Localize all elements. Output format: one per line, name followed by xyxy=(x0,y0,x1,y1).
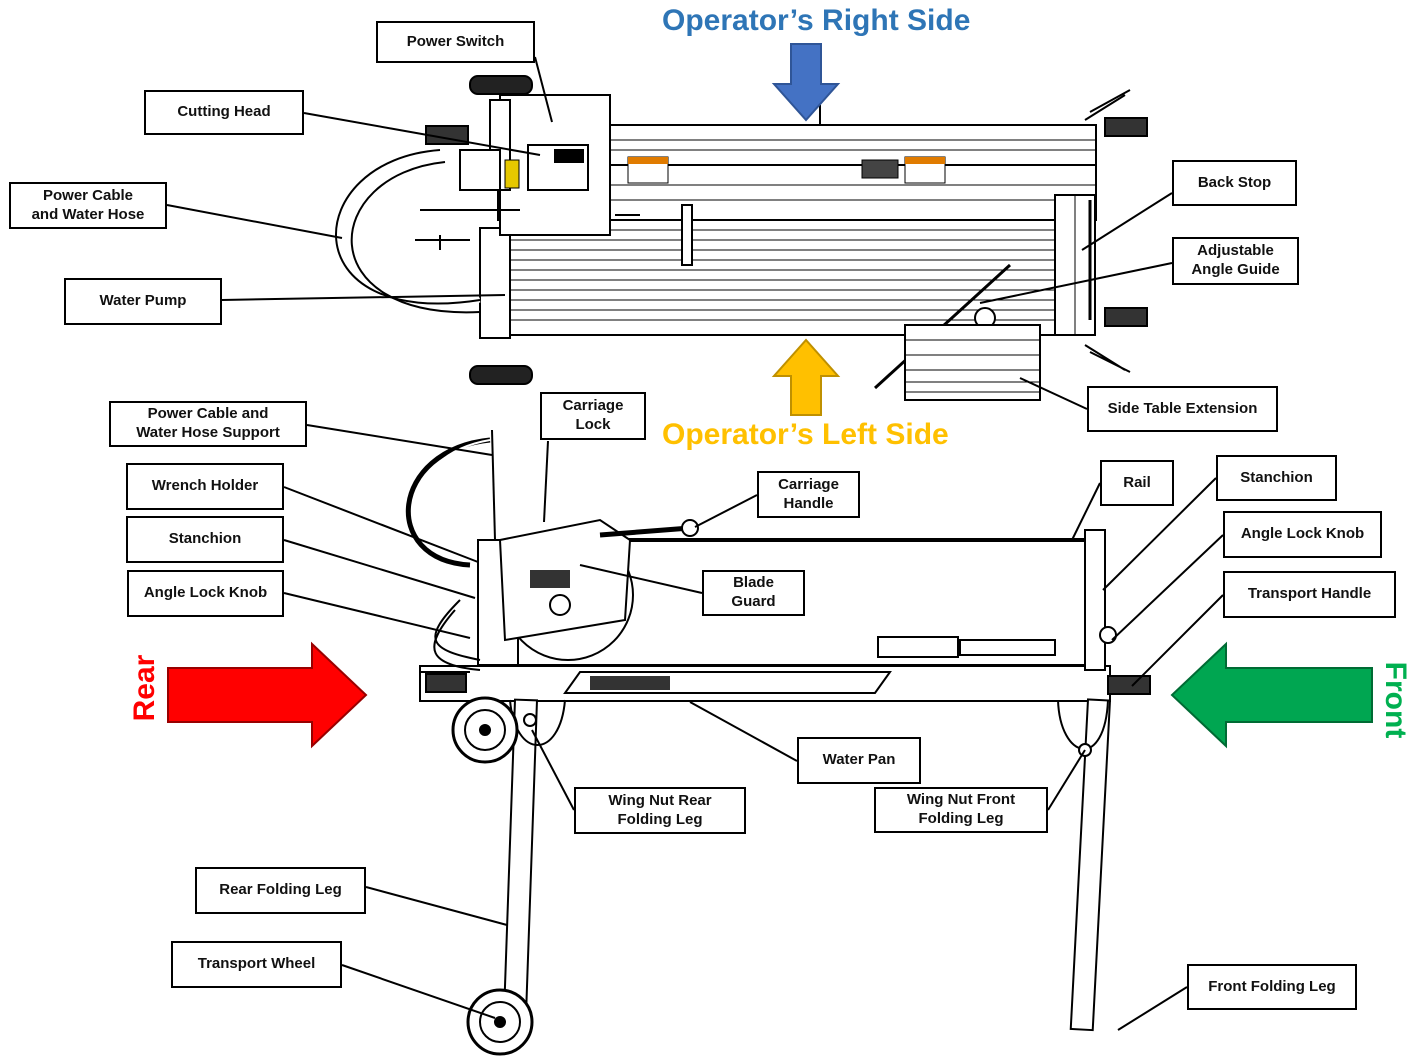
operator-left-arrow xyxy=(771,338,841,416)
front-folding-leg-label: Front Folding Leg xyxy=(1187,964,1357,1010)
angle-lock-knob-rear-label: Angle Lock Knob xyxy=(127,570,284,617)
pan-grating xyxy=(510,229,1055,321)
power-cable-hose-support-label: Power Cable and Water Hose Support xyxy=(109,401,307,447)
operator-left-side-heading: Operator’s Left Side xyxy=(662,418,949,451)
transport-wheel-label: Transport Wheel xyxy=(171,941,342,988)
cutting-head-label: Cutting Head xyxy=(144,90,304,135)
power-switch-label: Power Switch xyxy=(376,21,535,63)
front-heading: Front xyxy=(1379,661,1412,739)
rear-arrow xyxy=(167,641,368,749)
top-view-saw xyxy=(333,75,1148,401)
adjustable-angle-guide-label: Adjustable Angle Guide xyxy=(1172,237,1299,285)
wrench-holder-label: Wrench Holder xyxy=(126,463,284,510)
carriage-handle-label: Carriage Handle xyxy=(757,471,860,518)
operator-right-arrow xyxy=(771,43,841,122)
transport-handle-label: Transport Handle xyxy=(1223,571,1396,618)
rail-label: Rail xyxy=(1100,460,1174,506)
stanchion-front-label: Stanchion xyxy=(1216,455,1337,501)
rear-folding-leg-label: Rear Folding Leg xyxy=(195,867,366,914)
wing-nut-rear-label: Wing Nut Rear Folding Leg xyxy=(574,787,746,834)
power-cable-water-hose-label: Power Cable and Water Hose xyxy=(9,182,167,229)
wing-nut-front-label: Wing Nut Front Folding Leg xyxy=(874,787,1048,833)
angle-lock-knob-front-label: Angle Lock Knob xyxy=(1223,511,1382,558)
water-pan-label: Water Pan xyxy=(797,737,921,784)
carriage-lock-label: Carriage Lock xyxy=(540,392,646,440)
back-stop-label: Back Stop xyxy=(1172,160,1297,206)
stanchion-rear-label: Stanchion xyxy=(126,516,284,563)
side-table-grating xyxy=(905,339,1040,393)
leader-lines xyxy=(166,56,1224,1031)
front-arrow xyxy=(1170,641,1373,749)
rear-heading: Rear xyxy=(128,654,161,722)
water-pump-label: Water Pump xyxy=(64,278,222,325)
operator-right-side-heading: Operator’s Right Side xyxy=(662,4,971,37)
side-table-extension-label: Side Table Extension xyxy=(1087,386,1278,432)
blade-guard-label: Blade Guard xyxy=(702,570,805,616)
side-view-saw xyxy=(405,429,1151,1056)
